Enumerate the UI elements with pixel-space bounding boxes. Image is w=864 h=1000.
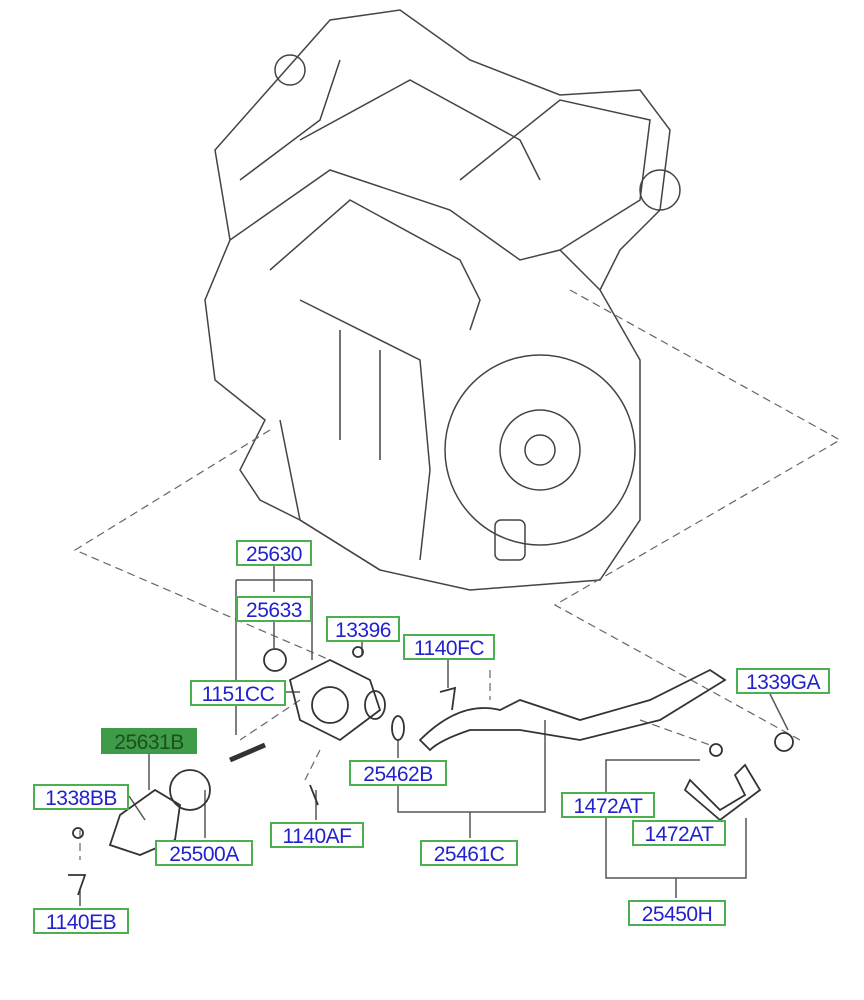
part-label-25630[interactable]: 25630 (236, 540, 312, 566)
part-label-1472AT[interactable]: 1472AT (561, 792, 655, 818)
part-label-25461C[interactable]: 25461C (420, 840, 518, 866)
dashed-reference-lines (73, 289, 842, 860)
part-label-1151CC[interactable]: 1151CC (190, 680, 286, 706)
part-label-25631B-highlighted[interactable]: 25631B (101, 728, 197, 754)
part-label-1339GA[interactable]: 1339GA (736, 668, 830, 694)
part-label-25633[interactable]: 25633 (236, 596, 312, 622)
part-label-25500A[interactable]: 25500A (155, 840, 253, 866)
part-label-1140AF[interactable]: 1140AF (270, 822, 364, 848)
part-label-1140FC[interactable]: 1140FC (403, 634, 495, 660)
part-label-1140EB[interactable]: 1140EB (33, 908, 129, 934)
engine-block-drawing (204, 9, 681, 591)
part-label-25462B[interactable]: 25462B (349, 760, 447, 786)
part-label-25450H[interactable]: 25450H (628, 900, 726, 926)
part-label-1338BB[interactable]: 1338BB (33, 784, 129, 810)
part-label-13396[interactable]: 13396 (326, 616, 400, 642)
part-label-1472AT-2[interactable]: 1472AT (632, 820, 726, 846)
